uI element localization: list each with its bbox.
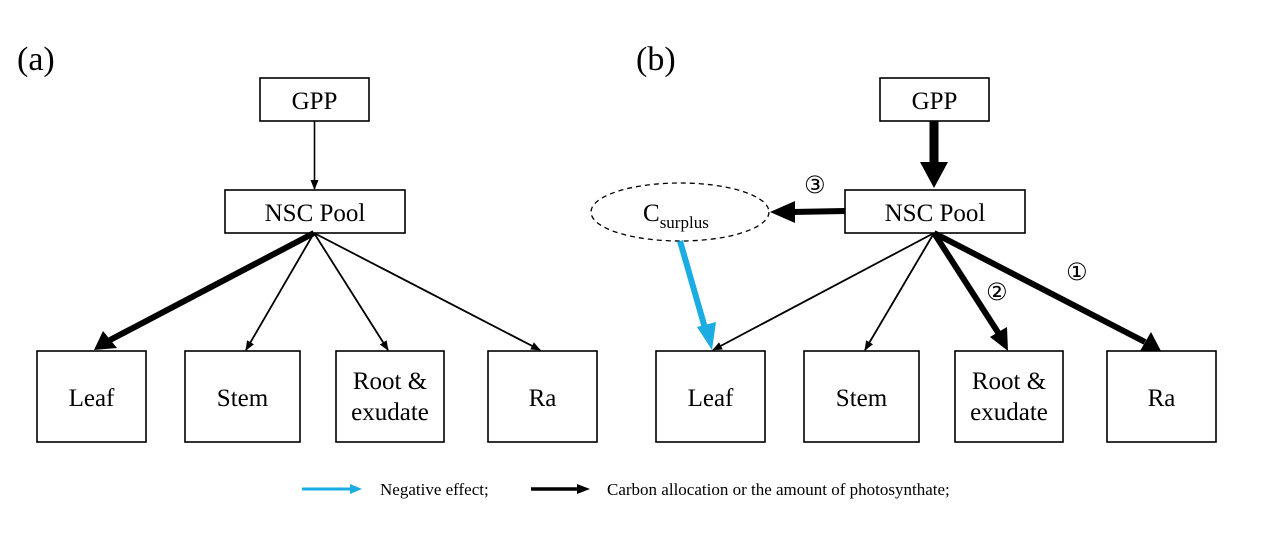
node-ra-a: Ra <box>487 350 598 443</box>
arrow-nsc-leaf-a <box>94 230 316 350</box>
node-root-a: Root & exudate <box>335 350 445 443</box>
arrow-nsc-ra-b <box>932 230 1161 351</box>
arrow-nsc-stem-a <box>245 232 315 351</box>
arrow-nsc-root-a <box>313 232 389 351</box>
legend-negative-arrow-icon <box>302 484 362 494</box>
node-ra-b-label: Ra <box>1148 385 1176 412</box>
node-nsc-b: NSC Pool <box>844 189 1026 234</box>
node-root-a-label-1: Root & <box>353 368 427 395</box>
node-csurplus: Csurplus <box>590 182 770 242</box>
node-stem-b-label: Stem <box>836 385 888 412</box>
csurplus-subscript: surplus <box>660 213 709 232</box>
node-root-a-label-2: exudate <box>351 399 429 426</box>
node-nsc-b-label: NSC Pool <box>885 200 986 227</box>
node-stem-a-label: Stem <box>217 385 269 412</box>
arrow-gpp-nsc-b <box>920 121 948 188</box>
node-gpp-a-label: GPP <box>292 88 338 115</box>
marker-2: ② <box>986 278 1008 306</box>
legend: Negative effect; Carbon allocation or th… <box>302 480 950 499</box>
panel-b-label: (b) <box>636 41 676 78</box>
panel-a-label: (a) <box>17 41 55 78</box>
node-root-b-label-2: exudate <box>970 399 1048 426</box>
arrow-nsc-csurplus <box>770 201 846 223</box>
arrow-csurplus-leaf-negative <box>677 240 716 350</box>
panel-b: (b) GPP NSC Pool Csurplus Leaf Stem Root… <box>590 41 1217 443</box>
node-stem-b: Stem <box>803 350 920 443</box>
marker-1: ① <box>1066 258 1088 286</box>
marker-3: ③ <box>804 171 826 199</box>
legend-carbon-arrow-icon <box>531 484 590 494</box>
node-leaf-a-label: Leaf <box>69 385 115 412</box>
node-ra-b: Ra <box>1106 350 1217 443</box>
node-csurplus-label: Csurplus <box>643 200 709 232</box>
node-leaf-b-label: Leaf <box>688 385 734 412</box>
node-gpp-a: GPP <box>259 77 370 122</box>
node-leaf-a: Leaf <box>36 350 147 443</box>
arrow-nsc-leaf-b <box>712 232 935 351</box>
node-leaf-b: Leaf <box>655 350 766 443</box>
node-root-b-label-1: Root & <box>972 368 1046 395</box>
node-gpp-b: GPP <box>879 77 990 122</box>
legend-carbon-label: Carbon allocation or the amount of photo… <box>607 480 950 499</box>
csurplus-main: C <box>643 200 660 227</box>
arrow-nsc-root-b <box>931 231 1008 351</box>
panel-a: (a) GPP NSC Pool Leaf Stem Root & exudat… <box>17 41 598 443</box>
node-ra-a-label: Ra <box>529 385 557 412</box>
arrow-nsc-stem-b <box>864 232 935 351</box>
node-stem-a: Stem <box>184 350 301 443</box>
arrow-nsc-ra-a <box>313 232 541 351</box>
node-nsc-a-label: NSC Pool <box>265 200 366 227</box>
node-gpp-b-label: GPP <box>912 88 958 115</box>
node-root-b: Root & exudate <box>954 350 1064 443</box>
node-nsc-a: NSC Pool <box>224 189 406 234</box>
legend-negative-label: Negative effect; <box>380 480 489 499</box>
